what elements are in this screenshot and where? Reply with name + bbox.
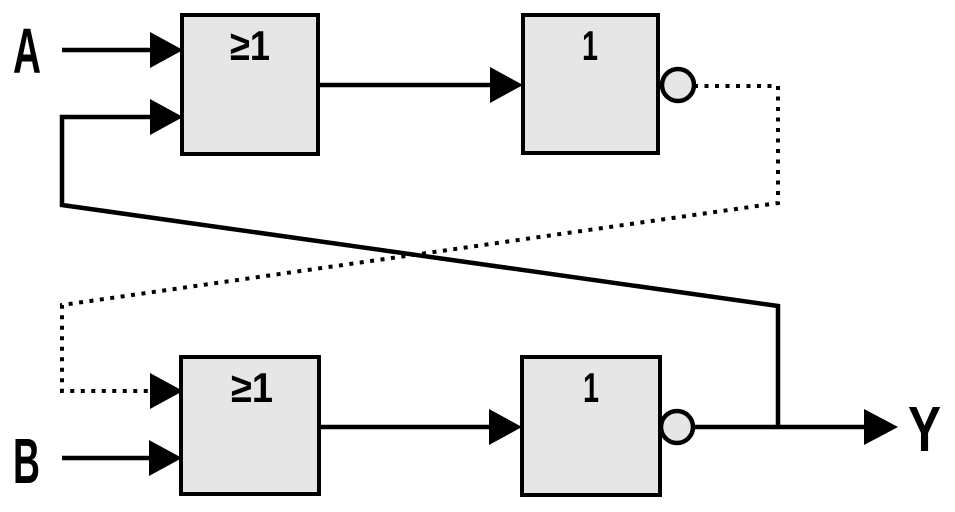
input-b-label: B [13,425,40,497]
inverter-bottom-negation-bubble-icon [658,408,696,446]
input-a-label: A [13,15,41,87]
or-gate-bottom-body [179,355,321,496]
or-gate-bottom-label: ≥1 [231,364,273,411]
feedback-top-input-arrow-icon [150,99,183,135]
wire-feedback-bottom-to-top [59,114,781,427]
inverter-bottom-label: 1 [583,364,599,411]
inverter-top-label: 1 [582,22,598,69]
output-y-arrow-icon [864,409,898,445]
feedback-bottom-input-arrow-icon [150,373,183,409]
input-a-arrow-icon [150,32,183,68]
input-b-arrow-icon [149,440,182,476]
output-y-label: Y [908,393,941,465]
wire-feedback-top-to-bottom-dotted [60,84,780,393]
inverter-top-body [521,13,660,155]
or-gate-top-label: ≥1 [230,22,270,69]
inverter-top-negation-bubble-icon [659,66,697,104]
or-top-output-arrow-icon [490,67,523,103]
or-bottom-output-arrow-icon [489,409,522,445]
or-gate-top-body [180,13,320,156]
